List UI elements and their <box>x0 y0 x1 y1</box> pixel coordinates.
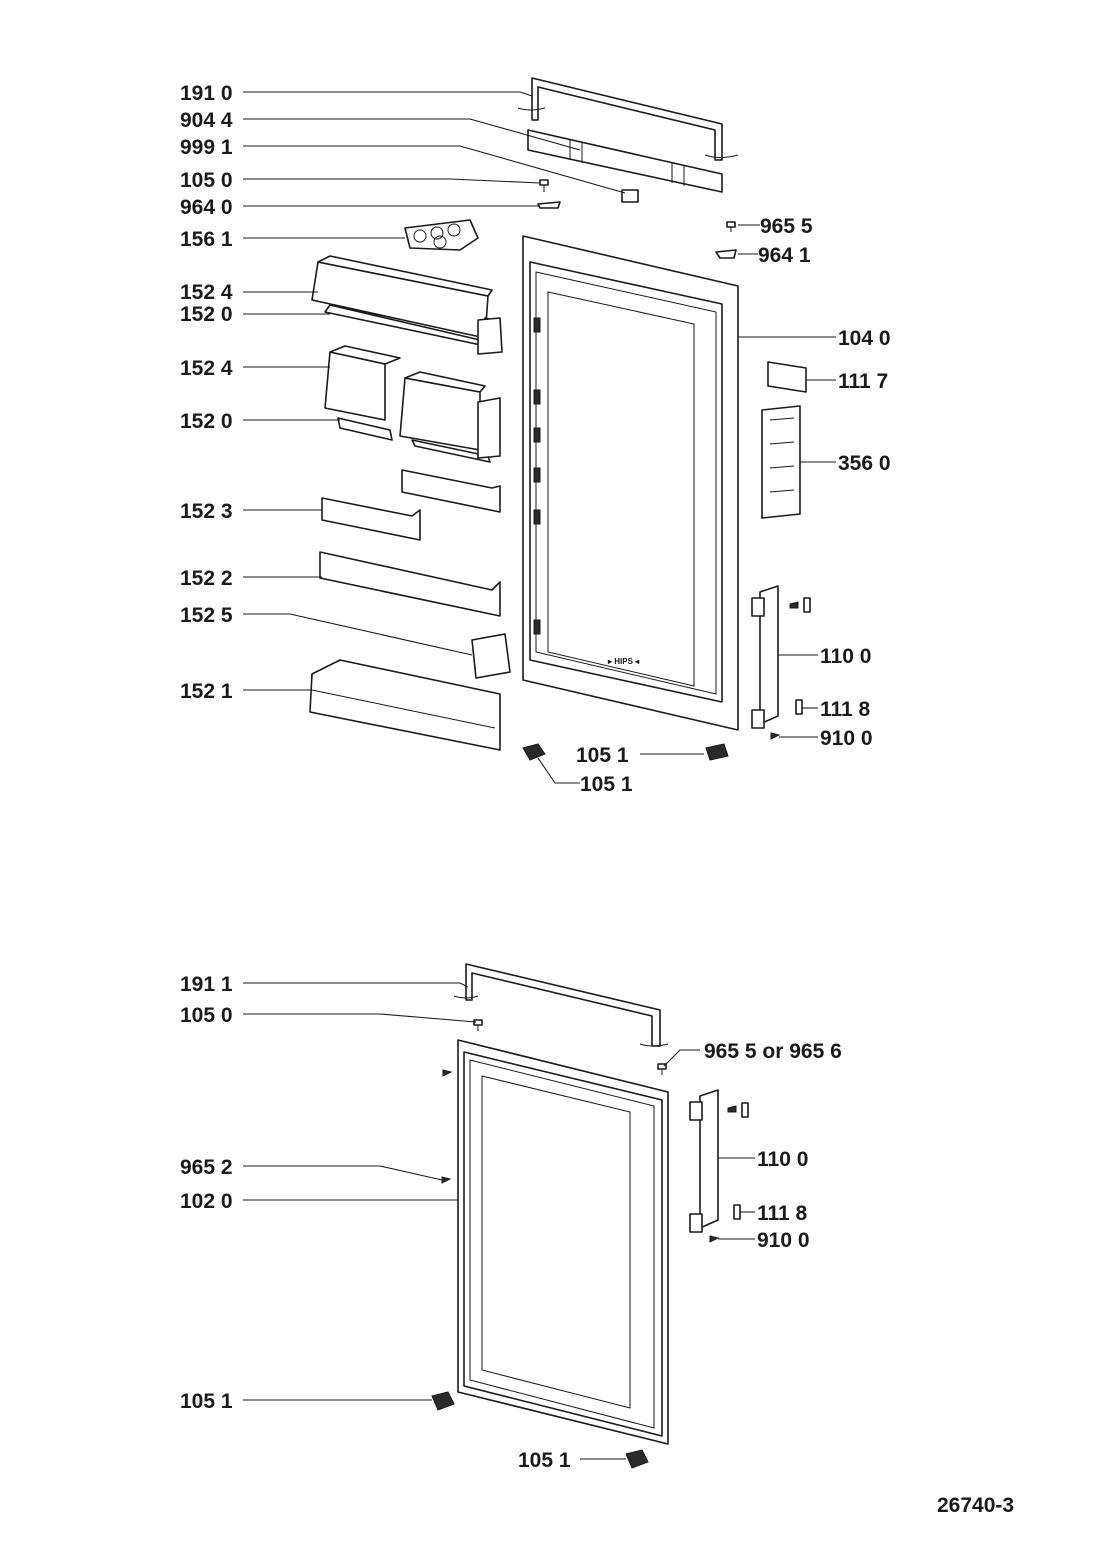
part-screw-910-0-bottom <box>709 1235 720 1243</box>
label-965-2: 965 2 <box>180 1156 233 1179</box>
label-111-8-bottom: 111 8 <box>757 1202 808 1225</box>
label-965-5-or-965-6: 965 5 or 965 6 <box>704 1040 842 1063</box>
part-hinge-cover-top-left <box>522 743 546 761</box>
label-191-1: 191 1 <box>180 973 233 996</box>
part-clip-964-1 <box>715 249 737 259</box>
leader-lines-bottom <box>243 982 755 1460</box>
label-910-0-bottom: 910 0 <box>757 1229 810 1252</box>
part-top-panel <box>527 129 723 193</box>
door-marking: ▸ HIPS ◂ <box>607 657 640 666</box>
part-screw-965-5-or-6 <box>657 1063 667 1075</box>
label-104-0: 104 0 <box>838 327 891 350</box>
label-152-0-a: 152 0 <box>180 303 233 326</box>
label-152-4-a: 152 4 <box>180 281 233 304</box>
label-105-0-bottom: 105 0 <box>180 1004 233 1027</box>
diagram-reference-number: 26740-3 <box>937 1494 1014 1517</box>
part-screw-left <box>442 1069 453 1077</box>
label-105-1-a: 105 1 <box>576 744 629 767</box>
label-152-1: 152 1 <box>180 680 233 703</box>
label-105-1-d: 105 1 <box>518 1449 571 1472</box>
part-fridge-door: ▸ HIPS ◂ <box>522 235 739 731</box>
label-110-0-top: 110 0 <box>820 645 871 668</box>
label-105-1-c: 105 1 <box>180 1390 233 1413</box>
part-long-shelf <box>319 551 501 617</box>
part-freezer-door <box>457 1039 669 1445</box>
part-small-panel <box>471 633 511 679</box>
part-dispenser <box>761 405 801 519</box>
part-screw-965-2 <box>441 1176 452 1184</box>
part-dairy-shelf-top <box>311 255 503 355</box>
label-999-1: 999 1 <box>180 136 233 159</box>
label-152-4-b: 152 4 <box>180 357 233 380</box>
part-screw-965-5 <box>726 221 736 232</box>
part-handle-top <box>751 585 811 729</box>
label-152-0-b: 152 0 <box>180 410 233 433</box>
part-cap-111-8-bottom <box>733 1204 741 1220</box>
label-110-0-bottom: 110 0 <box>757 1148 808 1171</box>
part-label-111-7 <box>767 361 807 393</box>
label-111-8-top: 111 8 <box>820 698 871 721</box>
leader-lines-top <box>243 91 836 784</box>
label-105-1-b: 105 1 <box>580 773 633 796</box>
label-102-0: 102 0 <box>180 1190 233 1213</box>
part-screw-top <box>539 179 549 192</box>
label-910-0-top: 910 0 <box>820 727 873 750</box>
part-hinge-cover-bottom-left <box>431 1391 455 1411</box>
part-clip-top <box>537 201 561 209</box>
part-screw-bottom <box>473 1019 483 1031</box>
part-small-block <box>621 189 639 203</box>
label-111-7: 111 7 <box>838 370 888 393</box>
label-965-5: 965 5 <box>760 215 813 238</box>
part-gasket-bottom <box>453 963 669 1047</box>
part-egg-tray <box>404 219 479 251</box>
label-152-3: 152 3 <box>180 500 233 523</box>
label-964-0: 964 0 <box>180 196 233 219</box>
part-small-shelves <box>321 469 501 541</box>
part-hinge-cover-bottom-right <box>625 1449 649 1469</box>
part-handle-bottom <box>689 1089 749 1233</box>
label-964-1: 964 1 <box>758 244 811 267</box>
part-gasket-top <box>517 77 739 161</box>
part-cap-111-8-top <box>795 699 803 715</box>
label-152-5: 152 5 <box>180 604 233 627</box>
part-hinge-cover-top-right <box>705 743 729 761</box>
part-bottle-shelf <box>309 659 501 751</box>
part-dairy-shelves-pair <box>324 345 501 463</box>
label-356-0: 356 0 <box>838 452 891 475</box>
label-191-0: 191 0 <box>180 82 233 105</box>
label-105-0-top: 105 0 <box>180 169 233 192</box>
part-screw-910-0-top <box>770 732 781 740</box>
label-152-2: 152 2 <box>180 567 233 590</box>
label-904-4: 904 4 <box>180 109 233 132</box>
label-156-1: 156 1 <box>180 228 233 251</box>
